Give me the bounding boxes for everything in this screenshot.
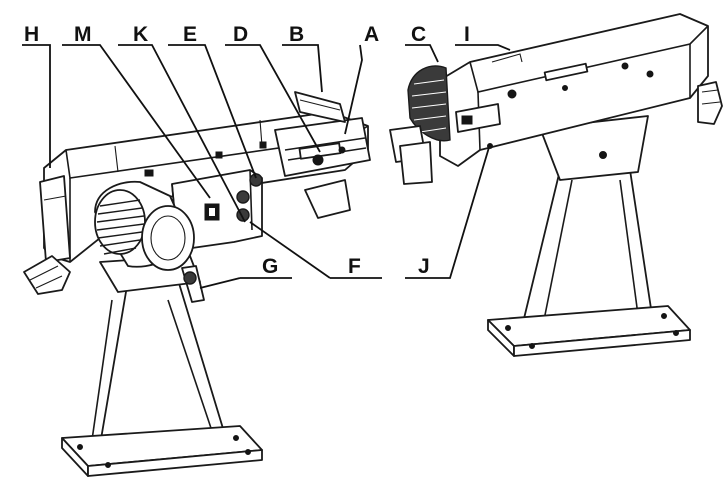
motor xyxy=(94,180,195,271)
label-J: J xyxy=(418,255,430,278)
knob-E xyxy=(249,173,263,187)
callout-labels: H M K E D B A C I F G J xyxy=(24,23,470,278)
leader-lines xyxy=(22,44,511,289)
label-A: A xyxy=(364,23,379,46)
nameplate xyxy=(455,103,501,133)
left-machine xyxy=(23,91,371,477)
label-K: K xyxy=(133,23,148,46)
label-B: B xyxy=(289,23,304,46)
button-F-upper xyxy=(236,190,250,204)
right-machine xyxy=(389,13,723,357)
label-M: M xyxy=(74,23,92,46)
label-C: C xyxy=(411,23,426,46)
label-I: I xyxy=(464,23,470,46)
label-E: E xyxy=(183,23,197,46)
knob-H xyxy=(23,255,71,295)
label-D: D xyxy=(233,23,248,46)
label-H: H xyxy=(24,23,39,46)
label-G: G xyxy=(262,255,278,278)
label-F: F xyxy=(348,255,361,278)
